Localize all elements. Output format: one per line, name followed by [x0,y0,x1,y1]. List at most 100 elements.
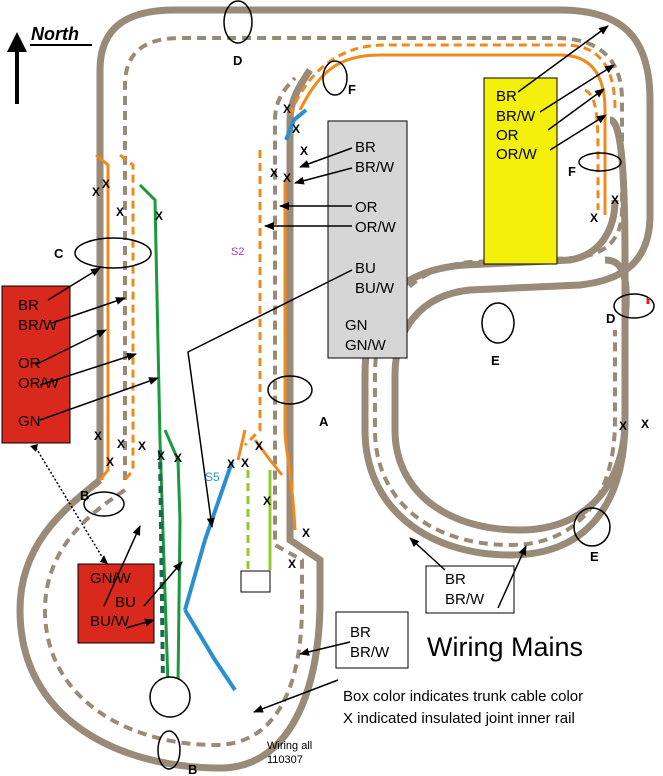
red-south-line-1: GN/W [90,570,132,587]
connector-marks [74,0,655,770]
gray-line-6: BU/W [355,280,395,297]
joint-mark: X [241,456,249,470]
white-south-line-2: BR/W [445,591,485,608]
tag-b: B [80,488,89,503]
joint-mark: X [300,144,308,158]
gray-line-4: OR/W [355,219,397,236]
yellow-line-1: BR [496,88,517,105]
tag-f: F [348,82,356,97]
joint-mark: X [155,209,163,223]
tag-a: A [319,414,329,429]
note-x-meaning: X indicated insulated joint inner rail [343,710,575,727]
white-east-line-2: BR/W [350,644,390,661]
joint-mark: X [116,205,124,219]
box-red-west: BR BR/W OR OR/W GN [1,285,71,444]
outer-track-south-loop [16,68,324,772]
joint-mark: X [283,102,291,116]
section-s2-label: S2 [231,246,244,258]
gray-line-3: OR [355,199,378,216]
green-feeder-2 [163,429,182,686]
box-white-east: BR BR/W [335,611,409,669]
north-label: North [31,24,79,44]
tag-e: E [491,353,500,368]
yellow-line-4: OR/W [496,146,538,163]
green-dashed-feeder [158,449,165,686]
blue-feeder-south-2 [183,608,237,692]
box-red-south: GN/W BU BU/W [77,563,155,644]
joint-mark: X [590,211,598,225]
yellow-box [483,77,558,265]
orange-feeder-east [584,88,600,210]
joint-mark: X [174,451,182,465]
joint-mark: X [227,457,235,471]
red-west-line-4: OR/W [18,375,60,392]
box-gray: BR BR/W OR OR/W BU BU/W GN GN/W [327,120,408,359]
tag-e: E [590,549,599,564]
north-compass: North [7,24,92,104]
joint-mark: X [611,193,619,207]
stamp-line-1: Wiring all [267,740,312,752]
red-south-line-3: BU/W [90,613,130,630]
red-south-line-2: BU [115,594,136,611]
tag-d: D [233,53,242,68]
gray-line-1: BR [355,139,376,156]
red-south-box [77,563,155,644]
yellow-line-3: OR [496,127,519,144]
joint-mark: X [106,455,114,469]
joint-mark: X [94,429,102,443]
joint-mark: X [263,494,271,508]
white-south-line-1: BR [445,571,466,588]
orange-feeder-west-2 [119,153,135,481]
gray-line-2: BR/W [355,159,395,176]
joint-mark: X [157,449,165,463]
yellow-line-2: BR/W [496,108,536,125]
tag-d: D [606,311,615,326]
east-loop-outer [361,116,629,559]
joint-mark: X [270,166,278,180]
gray-line-5: BU [355,260,376,277]
note-box-color: Box color indicates trunk cable color [343,688,583,705]
orange-feeder-main [283,180,297,531]
feeder-arrows [34,25,615,713]
joint-mark: X [255,439,263,453]
joint-mark: X [288,557,296,571]
joint-mark: X [92,185,100,199]
joint-mark: X [117,437,125,451]
green-feeder [138,183,170,686]
box-white-south: BR BR/W [425,565,515,614]
orange-feeder-north-dashed [288,43,617,116]
joint-mark: X [283,171,291,185]
diagram-title: Wiring Mains [427,632,583,662]
joint-mark: X [641,417,649,431]
blue-feeder-north [284,108,308,141]
orange-feeder-west-1 [95,153,110,481]
joint-mark: X [102,177,110,191]
gray-box [327,120,408,359]
connection-tags: D F C A B B E D F E [54,53,615,776]
gray-line-8: GN/W [345,337,387,354]
dotted-link [30,444,108,564]
inner-track [122,36,624,548]
blue-feeder-south [183,461,234,611]
red-west-line-2: BR/W [18,317,58,334]
tag-f: F [568,164,576,179]
white-east-line-1: BR [350,624,371,641]
gray-line-7: GN [345,317,368,334]
white-east-box [335,611,409,669]
tag-b: B [188,762,197,776]
tag-c: C [54,246,64,261]
joint-mark: X [138,439,146,453]
orange-feeder-center [243,150,262,447]
red-west-line-3: OR [18,355,41,372]
inner-track-south-loop [42,76,304,748]
joint-mark: X [619,419,627,433]
box-yellow: BR BR/W OR OR/W [483,77,558,265]
junction-box [240,570,271,593]
joint-marks: X X X X X X X X X X X X X X X X X X X X … [92,102,649,571]
red-west-line-1: BR [18,297,39,314]
red-west-line-5: GN [18,413,41,430]
orange-feeder-junction [236,429,284,476]
joint-mark: X [302,526,310,540]
